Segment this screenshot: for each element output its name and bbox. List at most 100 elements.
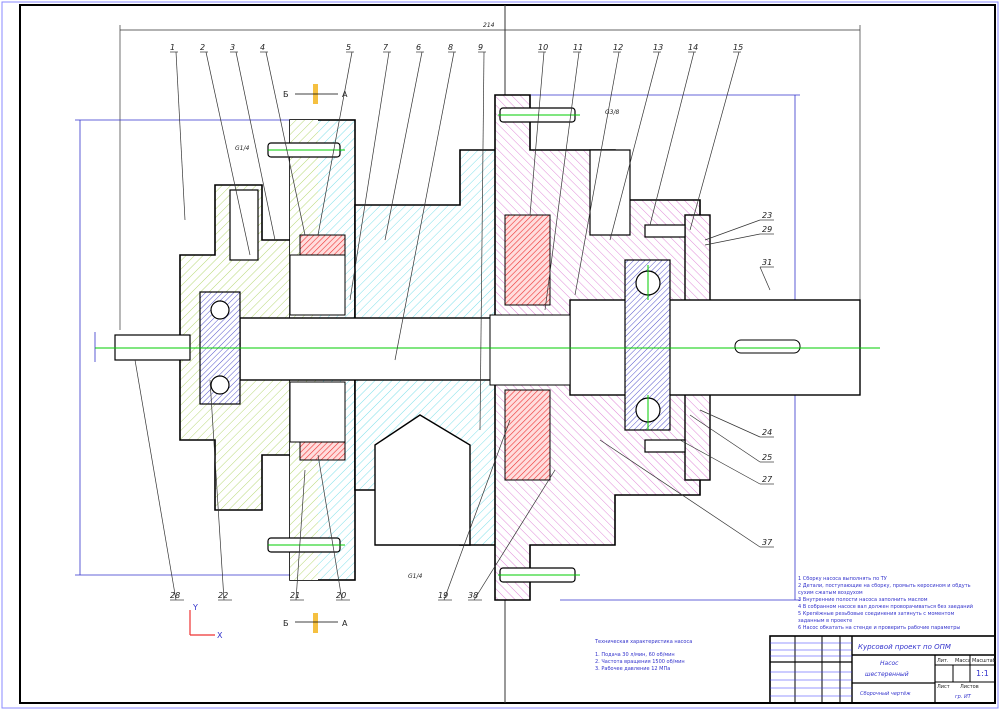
leader-line <box>209 379 225 601</box>
leader-line <box>609 51 660 241</box>
callout-24: 24 <box>762 428 772 437</box>
leader-line <box>443 419 511 601</box>
axis-y-label: Y <box>192 603 198 612</box>
callout-8: 8 <box>448 43 453 52</box>
leader-line <box>317 51 353 236</box>
leader-line <box>649 51 695 226</box>
leader-line <box>689 51 740 231</box>
header-lit: Лит. <box>937 658 949 664</box>
leader-line <box>479 51 485 431</box>
axis-x-label: X <box>217 631 223 640</box>
section-marks <box>295 84 338 633</box>
callout-4: 4 <box>260 43 265 52</box>
centerlines <box>95 114 880 576</box>
callout-28: 28 <box>170 591 180 600</box>
callout-3: 3 <box>230 43 235 52</box>
callout-1: 1 <box>170 43 175 52</box>
leader-line <box>473 469 556 601</box>
tech-spec-item: 3. Рабочее давление 12 МПа <box>595 666 670 672</box>
leader-line <box>295 469 306 601</box>
leader-line <box>679 439 761 485</box>
sheets-label: Листов <box>960 684 979 690</box>
drawing-frame <box>19 4 996 704</box>
project-title: Курсовой проект по ОПМ <box>858 643 951 651</box>
callout-25: 25 <box>762 453 772 462</box>
leader-line <box>689 414 761 463</box>
callout-20: 20 <box>336 591 346 600</box>
note-line: заданным в проекте <box>798 618 852 624</box>
sheet-label: Лист <box>937 684 950 690</box>
note-line: 2 Детали, поступающие на сборку, промыть… <box>798 583 971 589</box>
note-line: 1 Сборку насоса выполнять по ТУ <box>798 576 887 582</box>
callout-23: 23 <box>762 211 772 220</box>
note-line: сухим сжатым воздухом <box>798 590 863 596</box>
leader-line <box>529 51 545 216</box>
scale-value: 1:1 <box>976 669 989 678</box>
leader-line <box>205 51 251 256</box>
callout-11: 11 <box>573 43 583 52</box>
tech-spec-item: 2. Частота вращения 1500 об/мин <box>595 659 685 665</box>
leader-line <box>235 51 276 241</box>
tech-spec-title: Техническая характеристика насоса <box>594 639 692 645</box>
leader-line <box>544 51 580 311</box>
section-letter-a-top: А <box>342 90 348 99</box>
gears <box>289 214 571 481</box>
section-letter-b-top: Б <box>283 90 289 99</box>
leader-line <box>349 51 390 301</box>
title-block <box>769 635 996 704</box>
section-letter-b-bottom: Б <box>283 619 289 628</box>
callout-2: 2 <box>200 43 205 52</box>
leader-line <box>394 51 455 361</box>
leader-line <box>704 219 761 241</box>
keyway <box>734 339 801 354</box>
callout-9: 9 <box>478 43 483 52</box>
thread-label: G1/4 <box>408 573 422 580</box>
callout-7: 7 <box>383 43 389 52</box>
callout-19: 19 <box>438 591 448 600</box>
callout-27: 27 <box>762 475 773 484</box>
leader-line <box>384 51 423 241</box>
organization: гр. ИТ <box>955 694 972 700</box>
leader-line <box>574 51 620 296</box>
callout-13: 13 <box>653 43 663 52</box>
leader-line <box>704 233 761 246</box>
drive-shaft <box>239 317 496 381</box>
callout-10: 10 <box>538 43 548 52</box>
callout-5: 5 <box>346 43 351 52</box>
leader-line <box>175 51 186 221</box>
callout-12: 12 <box>613 43 623 52</box>
leader-line <box>699 409 761 438</box>
thread-label: G1/4 <box>235 145 249 152</box>
callout-38: 38 <box>468 591 478 600</box>
header-mass: Масса <box>955 658 971 664</box>
callout-31: 31 <box>762 258 772 267</box>
leader-line <box>134 359 177 601</box>
drawing-subname: шестеренный <box>865 671 909 678</box>
note-line: 5 Крепёжные резьбовые соединения затянут… <box>798 611 954 617</box>
callout-14: 14 <box>688 43 698 52</box>
callout-37: 37 <box>762 538 773 547</box>
callout-6: 6 <box>416 43 421 52</box>
filler-plug-left <box>229 189 259 261</box>
overall-dimension <box>119 25 861 330</box>
callout-21: 21 <box>290 591 300 600</box>
callout-15: 15 <box>733 43 743 52</box>
leader-line <box>599 439 761 548</box>
thread-label: G3/8 <box>605 109 619 116</box>
overall-dimension-text: 214 <box>483 22 495 29</box>
drain-plug <box>374 414 471 546</box>
drawing-name: Насос <box>880 660 899 667</box>
tech-spec-item: 1. Подача 30 л/мин, 60 об/мин <box>595 652 675 658</box>
callout-29: 29 <box>762 225 772 234</box>
document-type: Сборочный чертёж <box>860 691 911 697</box>
leader-line <box>265 51 306 236</box>
leader-line <box>317 454 343 601</box>
leader-line <box>759 266 771 291</box>
note-line: 3 Внутренние полости насоса заполнить ма… <box>798 597 928 603</box>
note-line: 4 В собранном насосе вал должен проворач… <box>798 603 973 610</box>
filler-plug-right <box>589 149 631 236</box>
coordinate-axes <box>189 610 215 636</box>
header-scale: Масштаб <box>972 658 996 664</box>
